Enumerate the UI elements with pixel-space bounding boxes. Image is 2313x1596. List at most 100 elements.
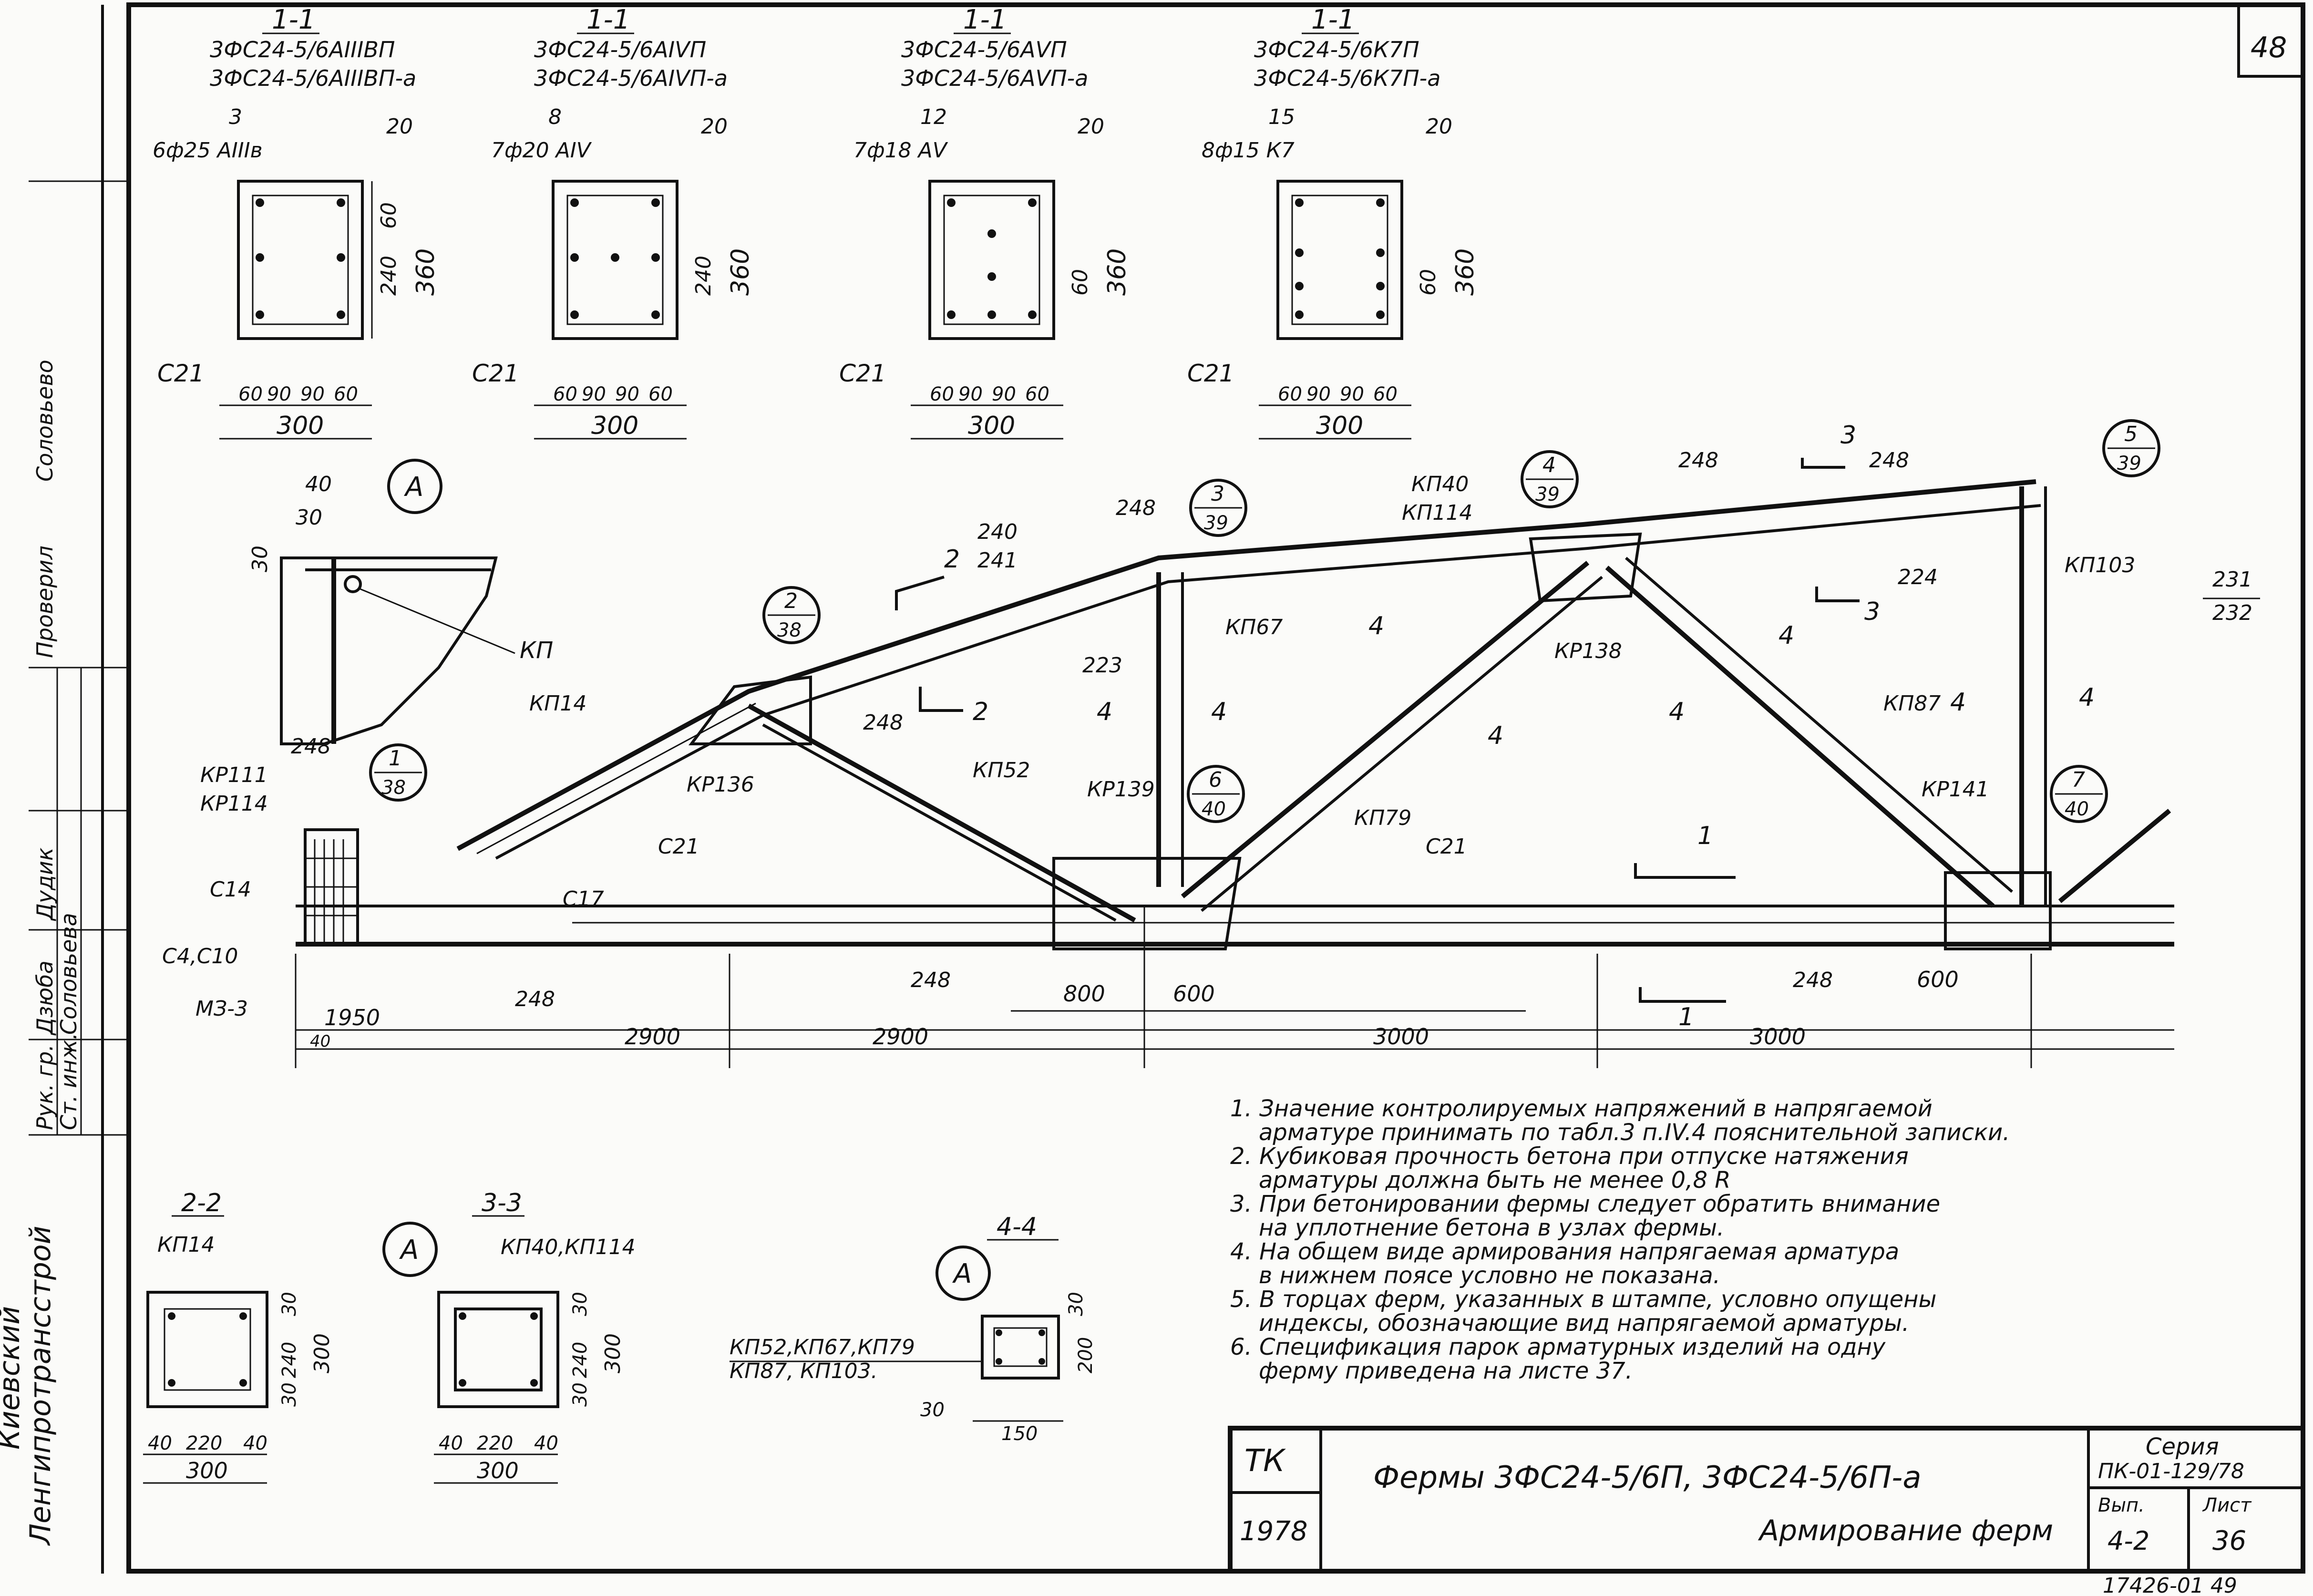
svg-text:360: 360 — [726, 248, 755, 296]
svg-text:КР141: КР141 — [1922, 777, 1989, 802]
svg-text:КП40,КП114: КП40,КП114 — [501, 1235, 636, 1259]
svg-text:КП14: КП14 — [157, 1233, 215, 1257]
section-1-1-d: 1-1 3ФС24-5/6К7П 3ФС24-5/6К7П-а 15 8ф15 … — [1187, 4, 1480, 440]
svg-text:3ФС24-5/6АVП-а: 3ФС24-5/6АVП-а — [901, 65, 1088, 91]
footer-code: 17426-01 49 — [2103, 1574, 2237, 1596]
section-mark-2: 3ФС24-5/6АIIIВП-а — [210, 65, 416, 91]
svg-text:КП40: КП40 — [1411, 472, 1469, 496]
svg-text:38: 38 — [777, 619, 802, 641]
svg-text:241: 241 — [977, 548, 1018, 573]
svg-text:248: 248 — [1793, 968, 1833, 992]
svg-text:20: 20 — [701, 114, 728, 139]
svg-text:А: А — [404, 472, 423, 503]
note-5b: индексы, обозначающие вид напрягаемой ар… — [1259, 1310, 1910, 1337]
svg-text:1: 1 — [1678, 1003, 1694, 1031]
svg-text:240: 240 — [977, 520, 1018, 544]
svg-text:КП79: КП79 — [1354, 806, 1411, 830]
section-vert-dim: 240 — [377, 256, 401, 296]
section-2-2: 2-2 КП14 240 30 300 30 40 220 40 300 — [143, 1189, 334, 1484]
svg-text:4: 4 — [1211, 698, 1227, 726]
svg-text:4-4: 4-4 — [997, 1213, 1037, 1241]
svg-text:2-2: 2-2 — [181, 1189, 222, 1217]
svg-text:300: 300 — [1316, 412, 1363, 440]
svg-text:КР111: КР111 — [200, 763, 268, 787]
svg-text:40: 40 — [243, 1432, 267, 1454]
svg-text:40: 40 — [148, 1432, 172, 1454]
svg-text:3: 3 — [1840, 421, 1856, 450]
svg-text:12: 12 — [920, 105, 947, 129]
svg-text:90: 90 — [300, 383, 325, 405]
svg-text:4: 4 — [1368, 612, 1384, 640]
stamp-role-2: Ст. инж. — [56, 1033, 82, 1130]
note-6a: 6. Спецификация парок арматурных изделий… — [1230, 1334, 1886, 1360]
svg-text:С17: С17 — [563, 887, 604, 911]
sheet-frame — [126, 2, 2305, 1574]
node-callout-7: 740 — [2050, 765, 2108, 823]
note-2b: арматуры должна быть не менее 0,8 R — [1259, 1167, 1731, 1194]
svg-text:360: 360 — [1451, 248, 1480, 296]
svg-text:2900: 2900 — [873, 1024, 928, 1050]
svg-text:3-3: 3-3 — [482, 1189, 522, 1217]
svg-text:40: 40 — [1202, 798, 1226, 820]
section-1-1-c: 1-1 3ФС24-5/6АVП 3ФС24-5/6АVП-а 12 7ф18 … — [839, 4, 1131, 440]
svg-text:3ФС24-5/6АIVП-а: 3ФС24-5/6АIVП-а — [534, 65, 728, 91]
stamp-name-2: Соловьева — [56, 913, 82, 1035]
tb-issue-value: 4-2 — [2107, 1526, 2149, 1556]
stamp-role-1: Рук. гр. — [32, 1044, 58, 1130]
svg-text:3000: 3000 — [1373, 1024, 1429, 1050]
section-4-4: 4-4 А КП52,КП67,КП79 КП87, КП103. 30 200… — [730, 1213, 1097, 1445]
stamp-role-4: Проверил — [32, 546, 58, 658]
tb-sheet-label: Лист — [2202, 1494, 2252, 1516]
svg-text:30: 30 — [278, 1292, 300, 1316]
svg-text:15: 15 — [1268, 105, 1295, 129]
node-2 — [689, 675, 812, 745]
svg-text:39: 39 — [2117, 453, 2141, 474]
svg-text:60: 60 — [377, 202, 401, 229]
tb-year: 1978 — [1240, 1516, 1308, 1547]
svg-text:240: 240 — [569, 1342, 591, 1378]
svg-text:30: 30 — [569, 1292, 591, 1316]
diagonal-1 — [747, 703, 1136, 923]
truss-elevation — [296, 479, 2174, 950]
svg-text:2: 2 — [973, 698, 988, 726]
svg-text:5: 5 — [2124, 422, 2138, 446]
section-node: 3 — [229, 105, 242, 129]
svg-text:3ФС24-5/6АVП: 3ФС24-5/6АVП — [901, 37, 1067, 62]
svg-text:30: 30 — [1065, 1292, 1087, 1316]
section-1-1-b: 1-1 3ФС24-5/6АIVП 3ФС24-5/6АIVП-а 8 7ф20… — [472, 4, 755, 440]
node-callout-2: 238 — [762, 586, 821, 644]
svg-text:600: 600 — [1173, 981, 1215, 1007]
svg-text:1-1: 1-1 — [586, 4, 630, 35]
svg-text:39: 39 — [1204, 512, 1228, 534]
note-6b: ферму приведена на листе 37. — [1259, 1358, 1633, 1384]
section-width: 300 — [277, 412, 324, 440]
svg-text:С4,С10: С4,С10 — [162, 944, 238, 968]
svg-text:60: 60 — [1416, 269, 1440, 296]
svg-text:39: 39 — [1535, 484, 1560, 505]
node-callout-3: 339 — [1189, 479, 1247, 537]
section-cut: 1-1 — [272, 4, 315, 35]
section-bar: С21 — [157, 360, 205, 387]
tb-series-value: ПК-01-129/78 — [2098, 1459, 2244, 1483]
diagonal-3 — [1605, 566, 1995, 908]
node-7 — [1944, 871, 2052, 950]
svg-text:КР114: КР114 — [200, 792, 268, 816]
note-1a: 1. Значение контролируемых напряжений в … — [1230, 1095, 1933, 1122]
detail-a-marker: А — [382, 1222, 438, 1277]
svg-text:8ф15 К7: 8ф15 К7 — [1202, 138, 1295, 163]
svg-text:4: 4 — [1542, 453, 1556, 477]
svg-text:КП67: КП67 — [1225, 615, 1283, 639]
svg-text:КП: КП — [520, 637, 553, 664]
svg-text:С21: С21 — [1426, 834, 1467, 859]
section-cut-marks: 1 1 2 2 3 3 4 4 4 4 4 4 4 4 — [895, 421, 2095, 1031]
svg-text:КП103: КП103 — [2065, 553, 2135, 577]
section-dim-20: 20 — [386, 114, 413, 139]
svg-text:224: 224 — [1898, 565, 1938, 589]
diagonal-2 — [1181, 561, 1590, 898]
stamp-name-1: Дзюба — [32, 960, 58, 1036]
svg-text:90: 90 — [615, 383, 639, 405]
note-4b: в нижнем поясе условно не показана. — [1259, 1262, 1721, 1289]
svg-text:КП87: КП87 — [1883, 691, 1941, 716]
svg-text:200: 200 — [1075, 1337, 1097, 1373]
